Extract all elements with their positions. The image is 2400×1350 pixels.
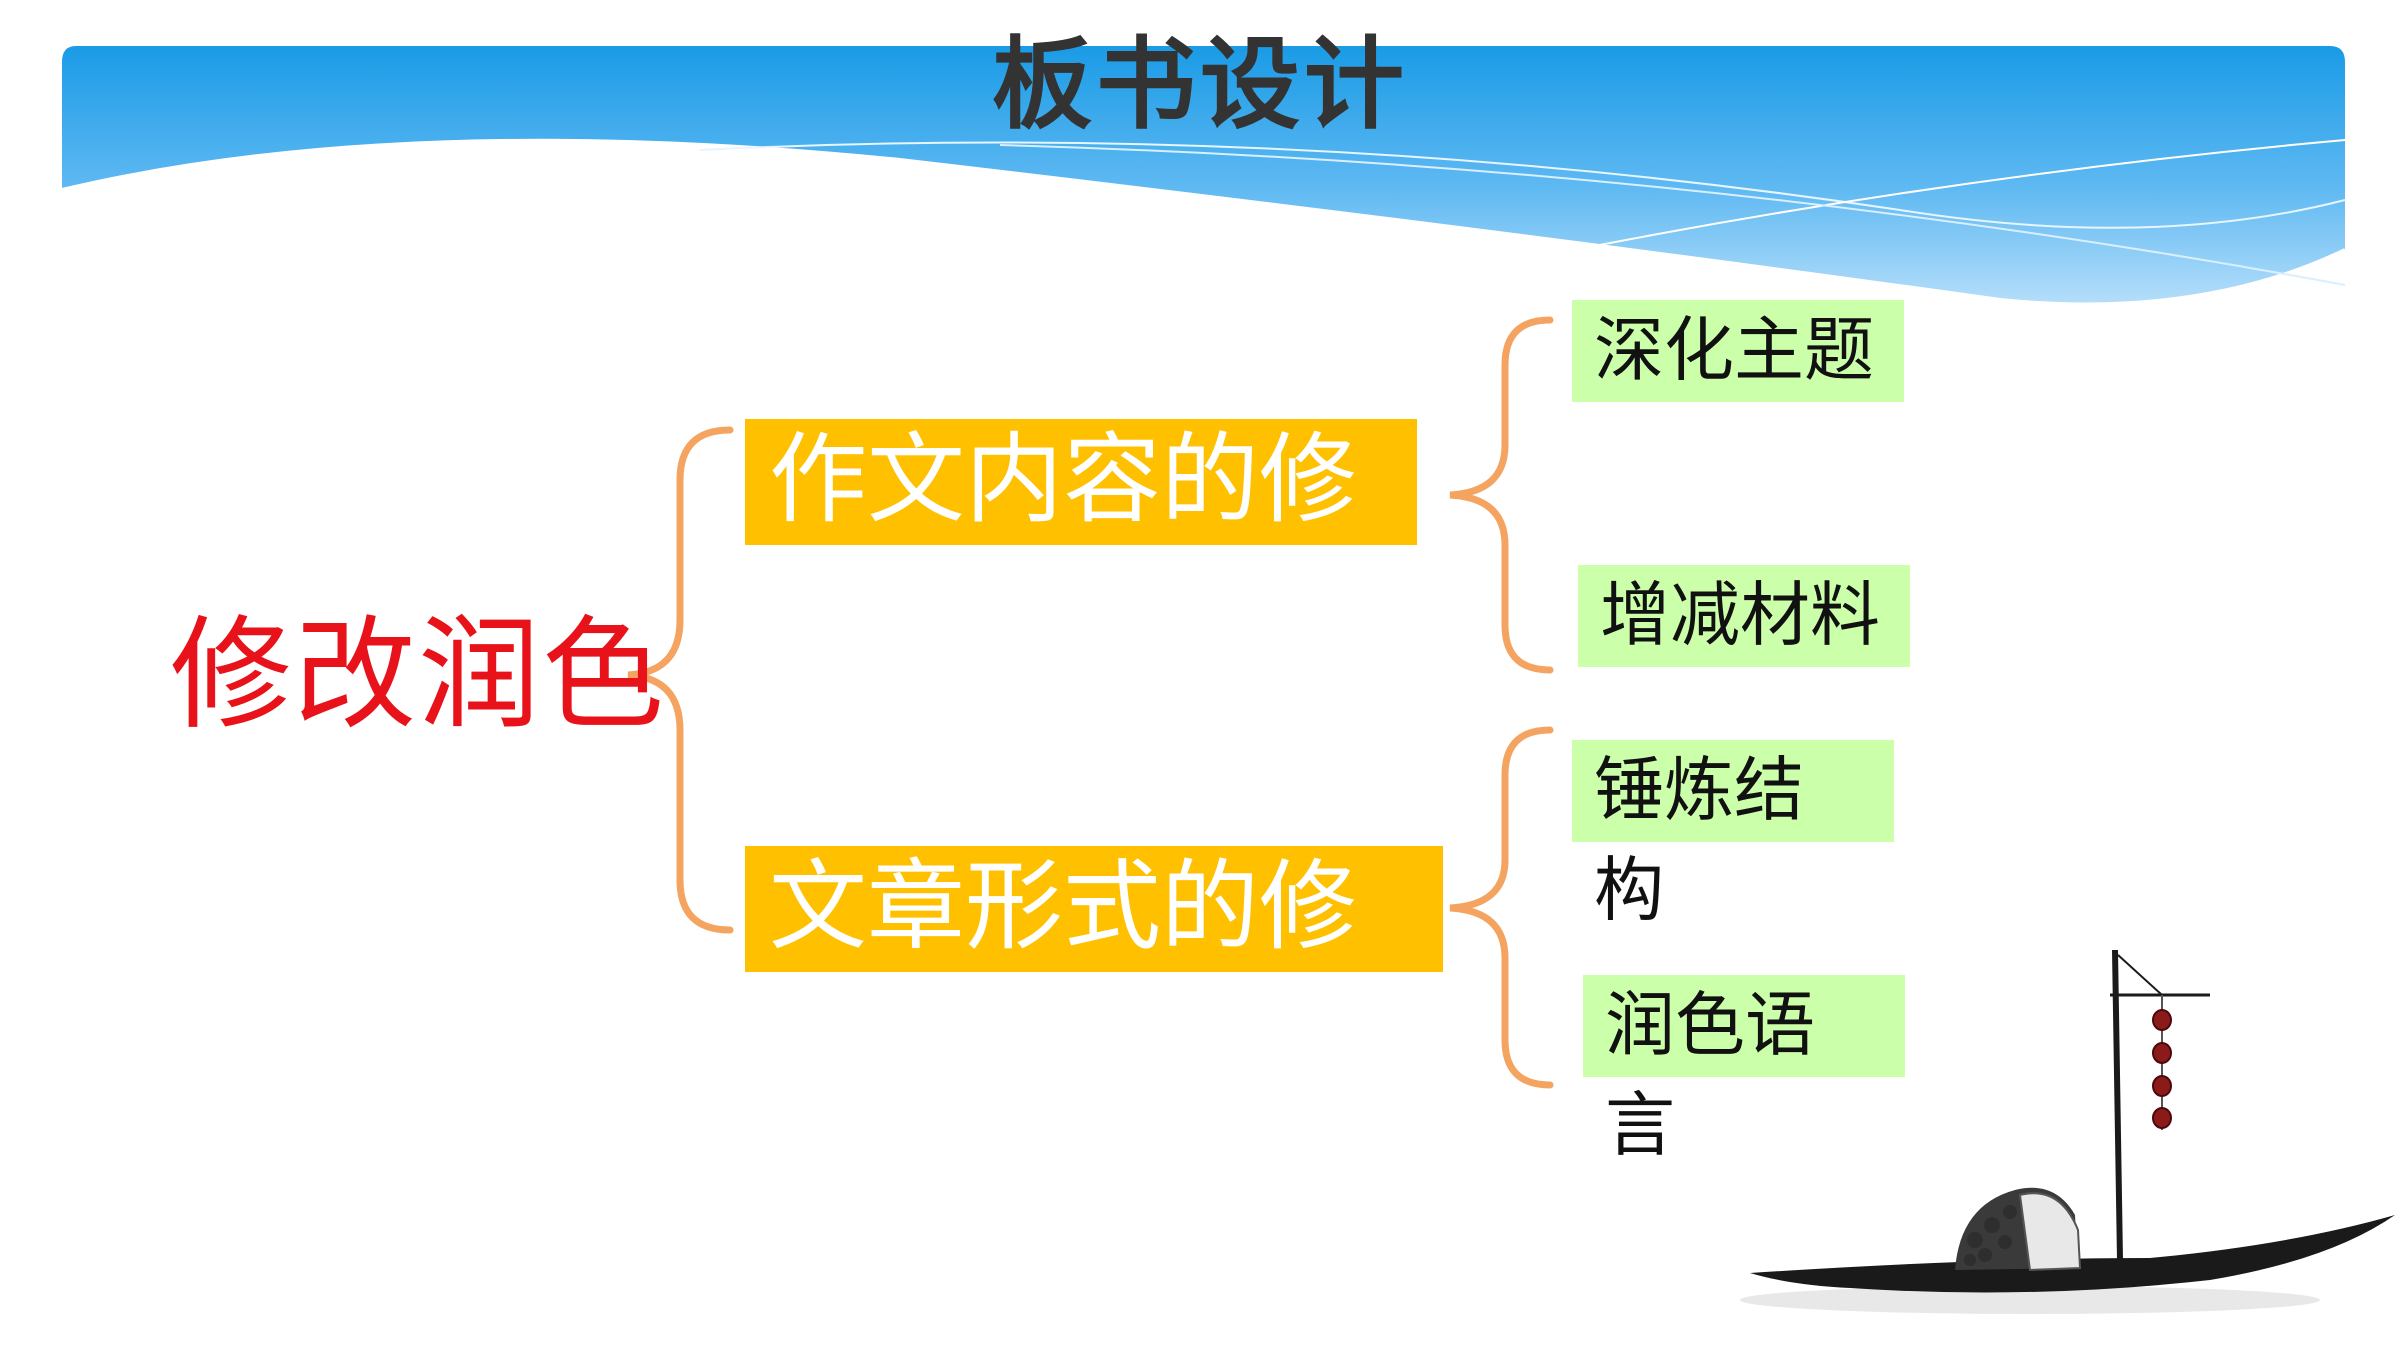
boat-illustration [1740,949,2395,1314]
branch-node: 文章形式的修改 [745,846,1443,1086]
header-banner [61,46,2346,307]
branch1-brace [1449,316,1554,674]
leaf-node: 增减材料 [1578,565,1910,667]
root-node: 修改润色 [170,604,666,746]
leaf-node: 润色语言 [1583,975,1905,1166]
leaf-node: 锤炼结构 [1572,740,1894,931]
root-brace [627,426,734,934]
slide-title: 板书设计 [992,26,1408,143]
branch2-brace [1449,726,1554,1089]
leaf-node: 深化主题 [1572,300,1904,402]
branch-node: 作文内容的修改 [745,419,1417,659]
